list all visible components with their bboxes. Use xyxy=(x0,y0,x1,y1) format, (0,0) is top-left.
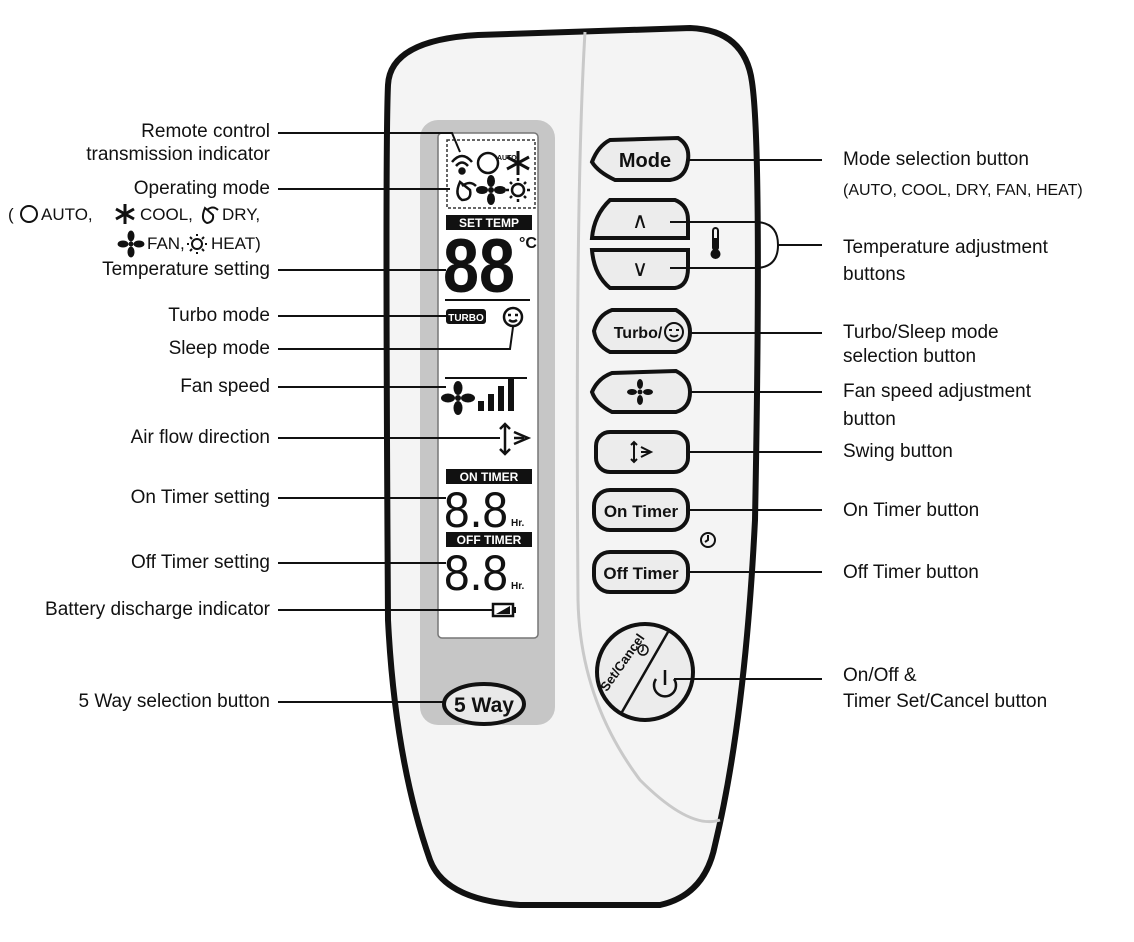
sleep-mode-icon xyxy=(502,306,524,328)
label-off-timer-button: Off Timer button xyxy=(843,562,979,583)
five-way-button-label: 5 Way xyxy=(454,694,514,717)
label-modes-paren: ( xyxy=(8,205,14,224)
turbo-tag-bg xyxy=(446,309,486,324)
label-swing-button: Swing button xyxy=(843,441,953,462)
label-on-timer-setting: On Timer setting xyxy=(130,487,270,508)
fan-mode-icon xyxy=(476,175,506,205)
on-timer-button[interactable]: On Timer xyxy=(592,488,690,532)
label-air-flow: Air flow direction xyxy=(130,427,270,448)
label-snowflake-icon xyxy=(115,204,135,224)
thermometer-icon xyxy=(710,227,721,259)
on-timer-digits: 8.8 xyxy=(444,482,508,538)
off-timer-tag-bg xyxy=(446,532,532,547)
set-temp-tag: SET TEMP xyxy=(459,216,519,230)
temperature-up-button[interactable]: ∧ xyxy=(589,198,690,240)
battery-icon xyxy=(491,602,516,618)
label-transmission-line1: Remote control xyxy=(141,121,270,142)
swing-button[interactable] xyxy=(594,430,690,474)
label-turbo-sleep-line1: Turbo/Sleep mode xyxy=(843,322,999,343)
fan-speed-icon xyxy=(441,381,475,415)
turbo-tag: TURBO xyxy=(448,313,484,324)
set-cancel-clock-icon xyxy=(637,644,649,656)
clock-icon xyxy=(700,532,716,548)
cool-mode-icon xyxy=(506,151,530,175)
lcd-screen xyxy=(437,132,539,639)
left-leader-lines xyxy=(278,132,514,703)
swing-icon xyxy=(630,440,654,464)
label-battery: Battery discharge indicator xyxy=(45,599,270,620)
label-five-way: 5 Way selection button xyxy=(78,691,270,712)
label-temp-adjust-line2: buttons xyxy=(843,264,906,285)
label-fan-icon xyxy=(117,230,145,258)
air-flow-icon xyxy=(499,422,532,456)
on-timer-tag-bg xyxy=(446,469,532,484)
fan-speed-bar-2 xyxy=(488,394,494,411)
label-mode-cool: COOL, xyxy=(140,205,193,224)
label-mode-fan: FAN, xyxy=(147,234,185,253)
fan-speed-bar-4 xyxy=(508,378,514,411)
label-transmission-line2: transmission indicator xyxy=(86,144,270,165)
temperature-down-label: ∨ xyxy=(632,256,648,281)
fan-speed-button[interactable] xyxy=(589,368,693,414)
temperature-down-button[interactable]: ∨ xyxy=(589,248,690,290)
label-mode-auto: AUTO, xyxy=(41,205,93,224)
fan-icon xyxy=(627,379,653,405)
five-way-button[interactable]: 5 Way xyxy=(442,682,526,726)
label-sleep-mode: Sleep mode xyxy=(168,338,270,359)
off-timer-digits: 8.8 xyxy=(444,545,508,601)
on-timer-unit: Hr. xyxy=(511,518,525,529)
label-onoff-line1: On/Off & xyxy=(843,665,917,686)
mode-button-label: Mode xyxy=(619,150,671,172)
off-timer-unit: Hr. xyxy=(511,581,525,592)
label-operating-mode: Operating mode xyxy=(133,178,270,199)
label-off-timer-setting: Off Timer setting xyxy=(130,552,270,573)
transmission-icon xyxy=(451,154,473,175)
fan-speed-bar-3 xyxy=(498,386,504,411)
dry-mode-icon xyxy=(456,180,477,202)
label-mode-selection: Mode selection button xyxy=(843,149,1029,170)
off-timer-tag: OFF TIMER xyxy=(457,533,522,547)
off-timer-button-label: Off Timer xyxy=(603,564,679,583)
label-temperature-setting: Temperature setting xyxy=(102,259,270,280)
set-cancel-power-button[interactable]: Set/Cancel xyxy=(595,622,695,722)
label-on-timer-button: On Timer button xyxy=(843,500,980,521)
set-temp-tag-bg xyxy=(446,215,532,230)
mode-button[interactable]: Mode xyxy=(589,135,691,182)
mode-indicator-box xyxy=(446,139,536,209)
sleep-icon xyxy=(664,322,684,342)
heat-mode-icon xyxy=(506,178,530,202)
label-fan-adjust-line2: button xyxy=(843,409,896,430)
label-sun-icon xyxy=(187,234,207,254)
label-mode-heat: HEAT) xyxy=(211,234,261,253)
label-mode-dry: DRY, xyxy=(222,205,261,224)
off-timer-button[interactable]: Off Timer xyxy=(592,550,690,594)
label-auto-icon xyxy=(20,205,38,223)
on-timer-button-label: On Timer xyxy=(604,502,679,521)
label-onoff-line2: Timer Set/Cancel button xyxy=(843,691,1048,712)
label-dry-icon xyxy=(201,206,219,225)
turbo-sleep-button-label: Turbo/ xyxy=(614,325,663,342)
label-temp-adjust-line1: Temperature adjustment xyxy=(843,237,1048,258)
label-fan-adjust-line1: Fan speed adjustment xyxy=(843,381,1032,402)
on-timer-tag: ON TIMER xyxy=(460,470,519,484)
power-icon xyxy=(652,670,678,698)
temperature-digits: 88 xyxy=(443,224,515,309)
turbo-sleep-button[interactable]: Turbo/ xyxy=(591,308,693,354)
remote-inner-shadow xyxy=(575,31,721,824)
temperature-up-label: ∧ xyxy=(632,208,648,233)
right-leader-lines xyxy=(674,159,822,680)
label-fan-speed: Fan speed xyxy=(180,376,270,397)
fan-speed-bar-1 xyxy=(478,401,484,411)
label-turbo-mode: Turbo mode xyxy=(168,305,270,326)
temperature-unit: °C xyxy=(519,235,537,252)
label-turbo-sleep-line2: selection button xyxy=(843,346,977,367)
label-mode-options: (AUTO, COOL, DRY, FAN, HEAT) xyxy=(843,182,1083,199)
